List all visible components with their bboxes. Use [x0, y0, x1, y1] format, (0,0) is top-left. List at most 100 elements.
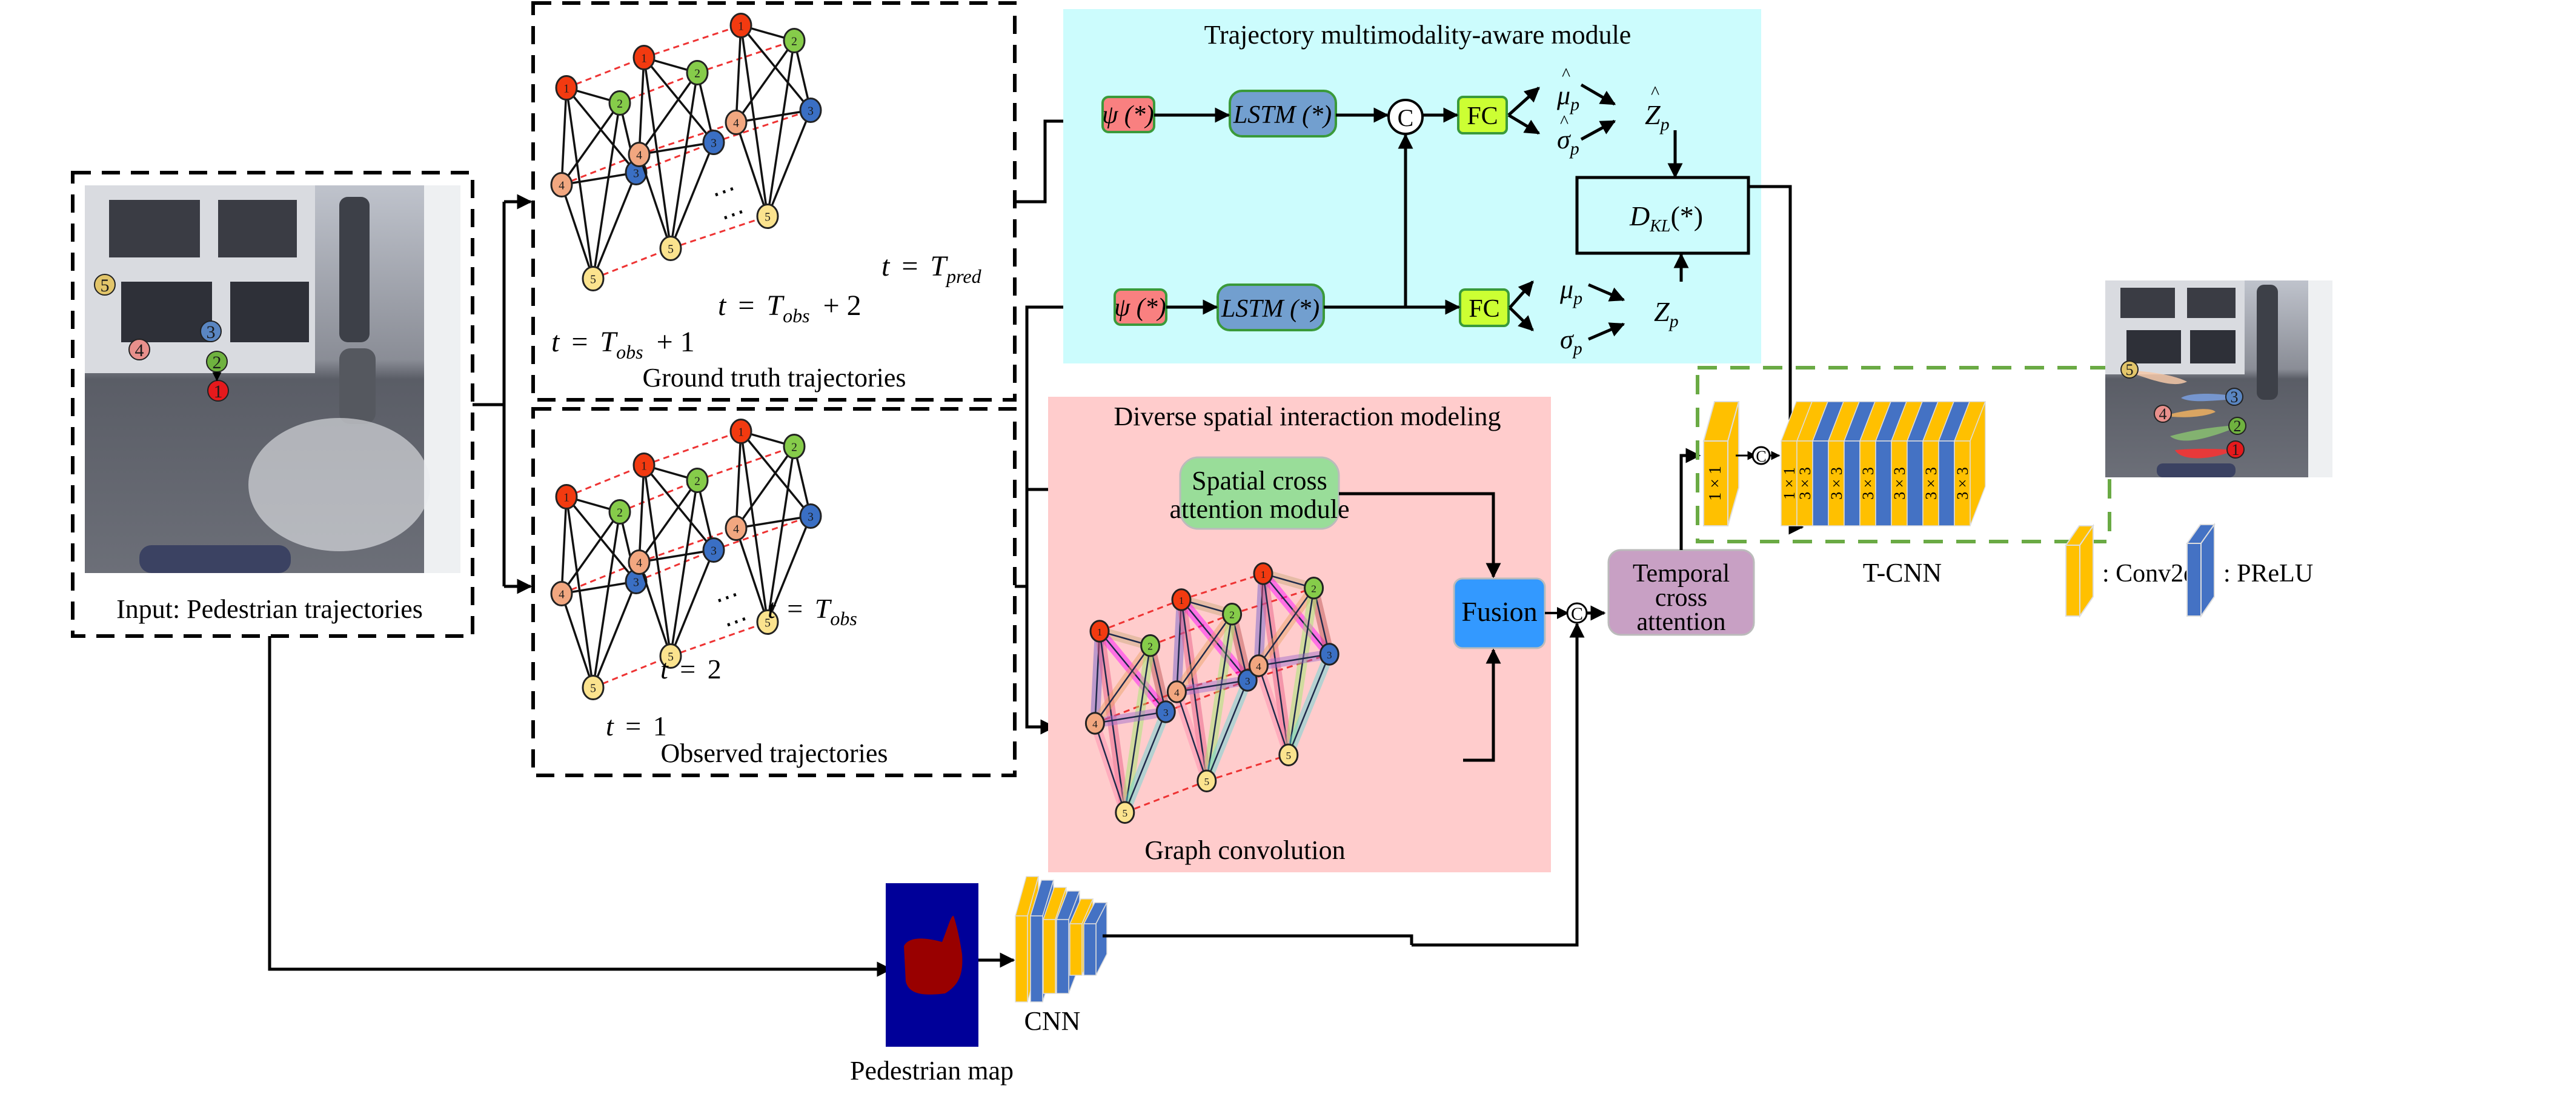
temporal-cross-attention-block[interactable]: Temporal cross attention: [1607, 549, 1755, 636]
temporal-link: [697, 445, 795, 482]
node-label: 4: [1092, 718, 1098, 730]
graph-node: 4: [628, 549, 651, 575]
prelu-layer: [1937, 401, 1971, 526]
fusion-block[interactable]: Fusion: [1453, 577, 1546, 649]
marker-label: 3: [2231, 388, 2239, 406]
spatial-edge: [561, 580, 637, 595]
temporal-link: [561, 561, 640, 595]
svg-text:Temporal: Temporal: [1633, 560, 1730, 588]
fusion-to-temporal: C: [1412, 602, 1606, 947]
spatial-edge: [1180, 599, 1208, 781]
node-label: 5: [590, 274, 596, 287]
marker-circle: [2120, 360, 2139, 379]
predicted-trajectory-2: 2: [2170, 417, 2246, 441]
node-label: 2: [1311, 583, 1316, 595]
spatial-edge: [638, 479, 699, 563]
conv2d-layer: 3 × 3: [1859, 401, 1892, 526]
marker-label: 1: [214, 382, 223, 402]
svg-text:μp: μp: [1556, 81, 1579, 114]
node-circle: [1319, 643, 1339, 666]
spatial-edge: [560, 184, 594, 279]
psi-block-top[interactable]: ψ (*): [1101, 96, 1155, 133]
mu-hat-label: μp ^: [1556, 64, 1579, 114]
temporal-link: [1181, 572, 1264, 601]
graph-node: 4: [725, 109, 748, 136]
node-label: 4: [559, 180, 565, 193]
node-label: 2: [694, 68, 700, 81]
trajectory-distribution: [2175, 448, 2227, 459]
node-label: 4: [1174, 687, 1180, 698]
spatial-cross-attention-block[interactable]: Spatial cross attention module: [1170, 456, 1350, 530]
graph-node: 2: [1304, 577, 1324, 600]
spatial-edge: [643, 57, 672, 249]
marker-circle: [2225, 388, 2243, 406]
layer-kernel-label: 3 × 3: [1954, 467, 1971, 500]
obs-time-label-2: t = 2: [660, 654, 722, 685]
layer-front-face: [1922, 440, 1939, 526]
dsim-arrows: [1339, 492, 1501, 762]
sigma-hat-label: σp ^: [1557, 111, 1579, 159]
graph-node: 3: [702, 537, 725, 563]
node-label: 2: [1147, 641, 1153, 652]
node-circle: [659, 235, 682, 262]
marker-label: 2: [2234, 417, 2242, 435]
node-circle: [582, 674, 605, 701]
graph-node: 5: [582, 265, 605, 292]
z-label: Zp: [1654, 296, 1679, 331]
conv2d-layer: 3 × 3: [1827, 401, 1861, 526]
node-circle: [729, 418, 752, 445]
spatial-edge: [643, 465, 672, 657]
spatial-edge: [1177, 679, 1248, 693]
svg-text:Zp: Zp: [1654, 296, 1679, 331]
lstm-block-bottom[interactable]: LSTM (*): [1217, 283, 1325, 331]
temporal-link: [593, 655, 671, 689]
prelu-layer: [1843, 401, 1876, 526]
mu-label: μp: [1559, 274, 1582, 308]
spatial-edge: [1098, 631, 1126, 813]
fc-block-top[interactable]: FC: [1457, 96, 1508, 134]
node-circle: [582, 265, 605, 292]
cnn-caption: CNN: [1024, 1006, 1081, 1036]
layer-front-face: [1781, 440, 1798, 526]
psi-block-bottom[interactable]: ψ (*): [1114, 288, 1167, 326]
node-circle: [799, 503, 822, 529]
svg-text:^: ^: [1560, 111, 1569, 131]
fc-block-bottom[interactable]: FC: [1459, 288, 1510, 327]
marker-label: 5: [2126, 361, 2134, 379]
spatial-edge: [766, 446, 795, 623]
spatial-edge: [740, 431, 769, 623]
node-circle: [783, 433, 806, 460]
layer-front-face: [1875, 440, 1892, 526]
diverse-spatial-interaction-modeling: Diverse spatial interaction modeling Spa…: [1048, 397, 1551, 872]
svg-text:FC: FC: [1467, 102, 1498, 130]
graph-node: 3: [799, 97, 822, 124]
temporal-link: [670, 621, 768, 657]
pedestrian-marker-1: 1: [2226, 440, 2245, 459]
pedestrian-marker-4: 4: [128, 339, 150, 360]
dkl-block[interactable]: DKL(*): [1575, 176, 1750, 255]
svg-text:σp: σp: [1560, 325, 1582, 359]
spatial-edge: [638, 154, 672, 249]
tcnn-concat-node: C: [1751, 446, 1771, 465]
node-label: 1: [1179, 595, 1184, 606]
spatial-edge: [735, 431, 742, 529]
node-label: 2: [791, 442, 797, 454]
svg-text:^: ^: [1562, 64, 1570, 84]
layer-front-face: [1812, 440, 1829, 526]
obs-caption: Observed trajectories: [660, 738, 888, 768]
temporal-link: [713, 109, 811, 144]
spatial-edge: [1206, 680, 1249, 781]
concat-node-top: C: [1387, 99, 1424, 135]
node-label: 4: [733, 523, 739, 536]
spatial-edge: [1094, 645, 1151, 724]
lstm-block-top[interactable]: LSTM (*): [1229, 90, 1337, 138]
svg-text:ψ (*): ψ (*): [1102, 101, 1154, 129]
spatial-edge: [1287, 588, 1315, 755]
node-circle: [756, 609, 779, 635]
